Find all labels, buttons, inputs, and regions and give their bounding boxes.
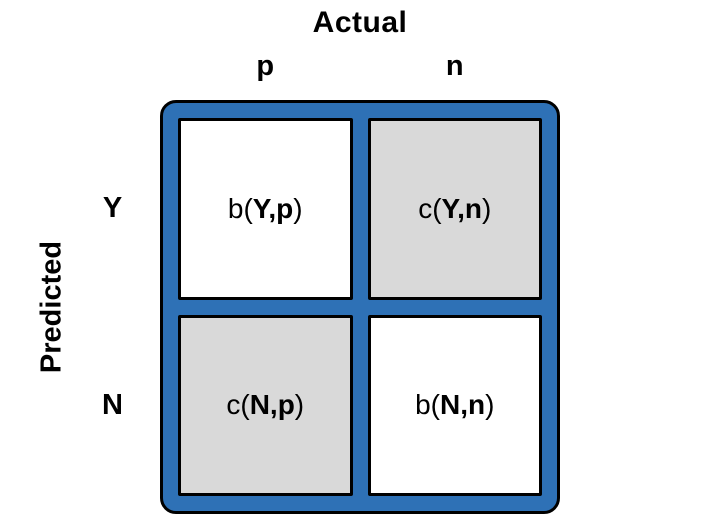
cell-N-n: b(N,n)	[367, 314, 542, 496]
cell-Y-n-suffix: )	[481, 192, 492, 224]
cell-N-p-prefix: c(	[226, 389, 250, 421]
cell-N-p-suffix: )	[294, 389, 305, 421]
cell-Y-p-label: b(Y,p)	[228, 193, 303, 225]
row-labels: Y N	[85, 118, 140, 496]
cell-Y-p-args: Y,p	[252, 192, 294, 224]
row-label-N: N	[102, 388, 123, 421]
cell-Y-n-label: c(Y,n)	[418, 193, 491, 225]
predicted-axis-title: Predicted	[35, 240, 68, 374]
row-label-Y: Y	[102, 192, 123, 225]
cell-Y-p-suffix: )	[293, 192, 303, 224]
cell-N-n-args: N,n	[439, 389, 486, 421]
cell-N-n-prefix: b(	[415, 389, 440, 421]
cell-Y-p: b(Y,p)	[178, 118, 353, 300]
cell-N-n-suffix: )	[485, 389, 495, 421]
cell-N-n-label: b(N,n)	[415, 389, 494, 421]
cell-N-p: c(N,p)	[178, 314, 353, 496]
cell-Y-n-args: Y,n	[441, 192, 482, 224]
matrix-frame: b(Y,p) c(Y,n) c(N,p) b(N,n)	[160, 100, 560, 514]
cell-Y-n: c(Y,n)	[367, 118, 542, 300]
column-label-n: n	[445, 50, 464, 82]
cell-Y-n-prefix: c(	[418, 192, 442, 224]
cell-N-p-args: N,p	[249, 389, 295, 421]
cell-Y-p-prefix: b(	[227, 192, 253, 224]
column-labels: p n	[178, 50, 542, 83]
column-label-p: p	[256, 50, 275, 82]
cell-N-p-label: c(N,p)	[226, 389, 304, 421]
actual-axis-title: Actual	[312, 6, 408, 39]
